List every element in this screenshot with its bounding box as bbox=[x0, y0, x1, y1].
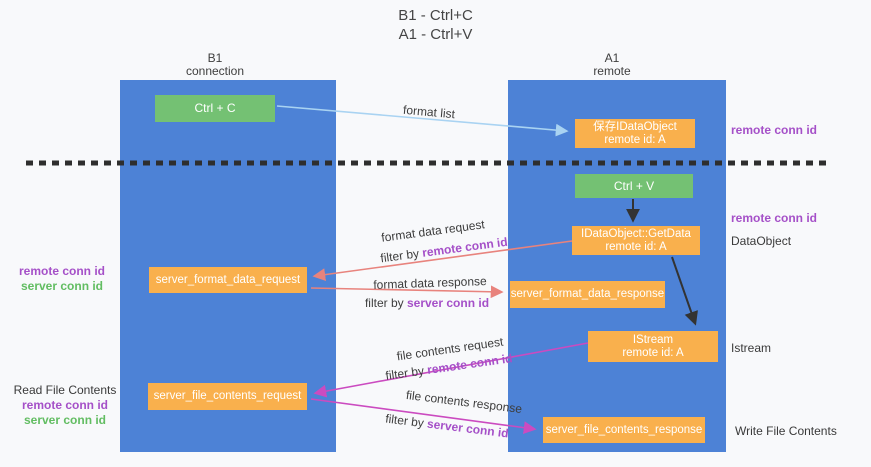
node-idataobject-getdata: IDataObject::GetData remote id: A bbox=[572, 226, 700, 255]
server-conn-id-text-1: server conn id bbox=[406, 296, 490, 310]
anno-left-bottom-remote-conn-id: remote conn id bbox=[21, 398, 108, 412]
anno-left-remote-conn-id: remote conn id bbox=[18, 264, 105, 278]
node-save-idataobject-line1: 保存IDataObject bbox=[593, 120, 677, 133]
title-line-1: B1 - Ctrl+C bbox=[398, 7, 473, 24]
title-line-2: A1 - Ctrl+V bbox=[398, 26, 473, 43]
label-format-list: format list bbox=[402, 102, 456, 122]
anno-dataobject: DataObject bbox=[731, 234, 792, 248]
left-lane-subtitle: connection bbox=[185, 64, 245, 78]
filter-by-text-2: filter by bbox=[364, 296, 407, 310]
node-server-format-data-response: server_format_data_response bbox=[510, 281, 665, 308]
node-server-format-data-request: server_format_data_request bbox=[149, 267, 307, 293]
anno-istream: Istream bbox=[731, 341, 772, 355]
node-server-file-contents-response: server_file_contents_response bbox=[543, 417, 705, 443]
node-server-file-contents-request-label: server_file_contents_request bbox=[153, 390, 302, 402]
right-lane-subtitle: remote bbox=[593, 64, 631, 78]
right-lane-header: A1 remote bbox=[512, 52, 712, 78]
node-server-file-contents-response-label: server_file_contents_response bbox=[545, 423, 703, 436]
node-ctrl-v-label: Ctrl + V bbox=[613, 178, 655, 193]
anno-write-file-contents: Write File Contents bbox=[735, 424, 837, 438]
anno-left-bottom-block: Read File Contents remote conn id server… bbox=[5, 383, 125, 428]
node-ctrl-c-label: Ctrl + C bbox=[194, 101, 236, 115]
label-format-data-response-filter: filter by server conn id bbox=[365, 296, 489, 310]
anno-left-server-conn-id: server conn id bbox=[20, 279, 104, 293]
node-server-format-data-request-label: server_format_data_request bbox=[155, 273, 301, 286]
anno-read-file-contents: Read File Contents bbox=[13, 383, 117, 397]
anno-remote-conn-id-mid: remote conn id bbox=[731, 211, 818, 225]
server-conn-id-text-2: server conn id bbox=[426, 416, 510, 441]
anno-remote-conn-id-top: remote conn id bbox=[731, 123, 818, 137]
node-server-file-contents-request: server_file_contents_request bbox=[148, 383, 307, 410]
node-idataobject-getdata-line1: IDataObject::GetData bbox=[581, 227, 691, 240]
node-istream-line2: remote id: A bbox=[622, 346, 684, 359]
filter-by-text-4: filter by bbox=[384, 411, 428, 431]
node-server-format-data-response-label: server_format_data_response bbox=[510, 288, 665, 300]
anno-left-mid-conn-ids: remote conn id server conn id bbox=[12, 264, 112, 294]
anno-left-bottom-server-conn-id: server conn id bbox=[23, 413, 107, 427]
node-istream: IStream remote id: A bbox=[588, 331, 718, 362]
node-istream-line1: IStream bbox=[632, 333, 674, 346]
node-save-idataobject-line2: remote id: A bbox=[604, 133, 666, 146]
filter-by-text-3: filter by bbox=[384, 363, 429, 383]
left-lane-title: B1 bbox=[207, 51, 223, 65]
node-idataobject-getdata-line2: remote id: A bbox=[605, 240, 667, 253]
remote-conn-id-text-1: remote conn id bbox=[421, 234, 509, 260]
node-ctrl-v: Ctrl + V bbox=[575, 174, 693, 198]
left-lane-header: B1 connection bbox=[115, 52, 315, 78]
node-ctrl-c: Ctrl + C bbox=[155, 95, 275, 122]
right-lane-title: A1 bbox=[604, 51, 620, 65]
label-file-contents-response: file contents response bbox=[405, 387, 523, 417]
filter-by-text-1: filter by bbox=[379, 245, 424, 266]
label-file-contents-response-filter: filter by server conn id bbox=[385, 411, 510, 440]
node-save-idataobject: 保存IDataObject remote id: A bbox=[575, 119, 695, 148]
label-format-data-response: format data response bbox=[373, 274, 487, 292]
diagram-title: B1 - Ctrl+C A1 - Ctrl+V bbox=[0, 6, 871, 44]
